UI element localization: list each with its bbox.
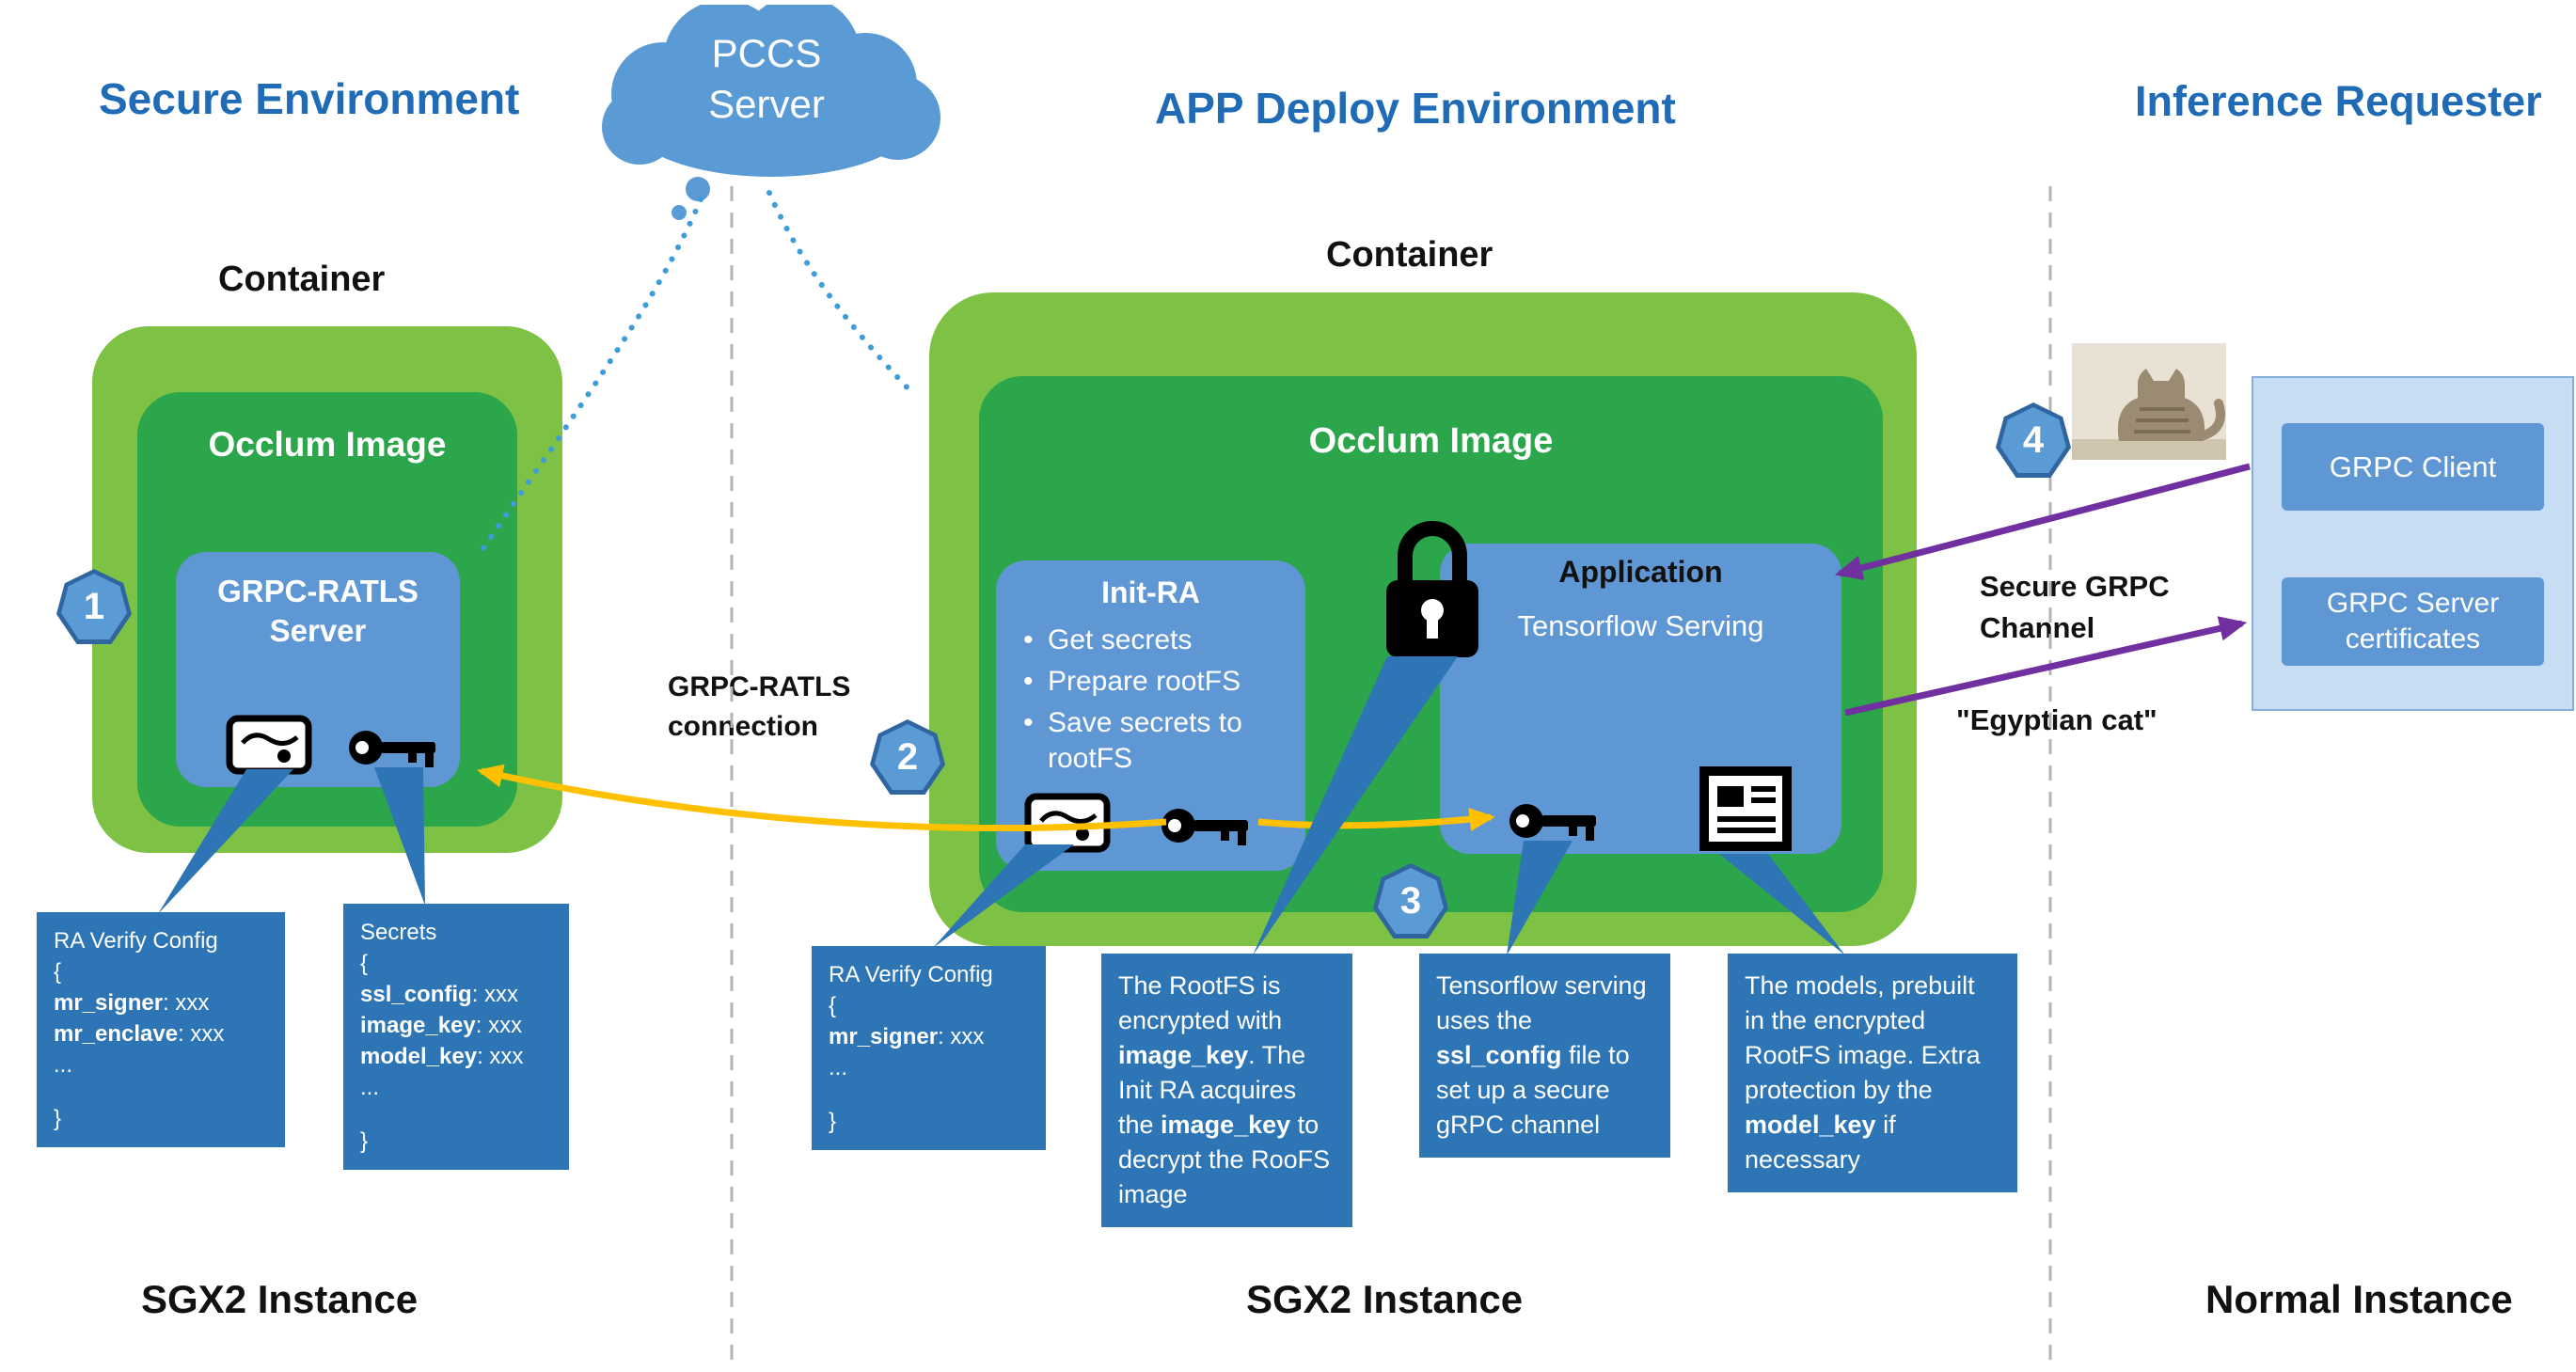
ra-certificate-icon — [226, 715, 312, 775]
step-number: 2 — [896, 735, 919, 778]
lock-icon — [1369, 513, 1496, 665]
left-instance-label: SGX2 Instance — [141, 1277, 419, 1321]
secure-grpc-channel-label: Secure GRPC Channel — [1980, 570, 2170, 644]
left-occlum-label: Occlum Image — [208, 425, 447, 464]
container-label-mid: Container — [1326, 235, 1493, 275]
heading-app-deploy-environment: APP Deploy Environment — [1155, 84, 1676, 133]
egyptian-cat-label: "Egyptian cat" — [1956, 703, 2157, 736]
init-ra-title: Init-RA — [1101, 576, 1200, 609]
ra-certificate-icon — [1024, 793, 1111, 853]
step-badge-2: 2 — [870, 719, 945, 795]
container-label-left: Container — [218, 260, 386, 299]
step-badge-4: 4 — [1996, 402, 2071, 478]
pccs-cloud-icon — [574, 5, 969, 226]
callout-ra-verify-config-mid: RA Verify Config{mr_signer: xxx...} — [812, 946, 1046, 1150]
right-instance-label: Normal Instance — [2205, 1277, 2513, 1321]
step-number: 4 — [2022, 418, 2045, 461]
pccs-server-label: PCCS Server — [708, 31, 825, 126]
model-files-icon — [1699, 762, 1793, 856]
step-number: 1 — [83, 585, 105, 627]
init-ra-bullet-list: Get secretsPrepare rootFSSave secrets to… — [1014, 623, 1288, 782]
key-icon — [1159, 800, 1253, 851]
grpc-ratls-connection-label: GRPC-RATLS connection — [668, 671, 851, 742]
grpc-ratls-server-label: GRPC-RATLS Server — [217, 574, 419, 648]
callout-ssl-config: Tensorflow serving uses the ssl_config f… — [1419, 954, 1670, 1158]
tensorflow-serving-label: Tensorflow Serving — [1517, 609, 1764, 642]
key-icon — [346, 722, 440, 773]
callout-rootfs-encrypted: The RootFS is encrypted with image_key. … — [1101, 954, 1352, 1227]
step-badge-1: 1 — [56, 569, 132, 644]
application-title: Application — [1558, 555, 1723, 589]
heading-secure-environment: Secure Environment — [99, 74, 520, 123]
grpc-client-box: GRPC Client — [2282, 423, 2544, 511]
step-number: 3 — [1399, 879, 1422, 922]
grpc-server-certificates-box: GRPC Server certificates — [2282, 577, 2544, 666]
cat-image — [2072, 343, 2226, 460]
mid-instance-label: SGX2 Instance — [1246, 1277, 1524, 1321]
callout-models: The models, prebuilt in the encrypted Ro… — [1728, 954, 2017, 1192]
mid-occlum-label: Occlum Image — [1308, 421, 1554, 461]
heading-inference-requester: Inference Requester — [2135, 77, 2542, 125]
key-icon — [1507, 796, 1601, 846]
step-badge-3: 3 — [1373, 863, 1448, 938]
